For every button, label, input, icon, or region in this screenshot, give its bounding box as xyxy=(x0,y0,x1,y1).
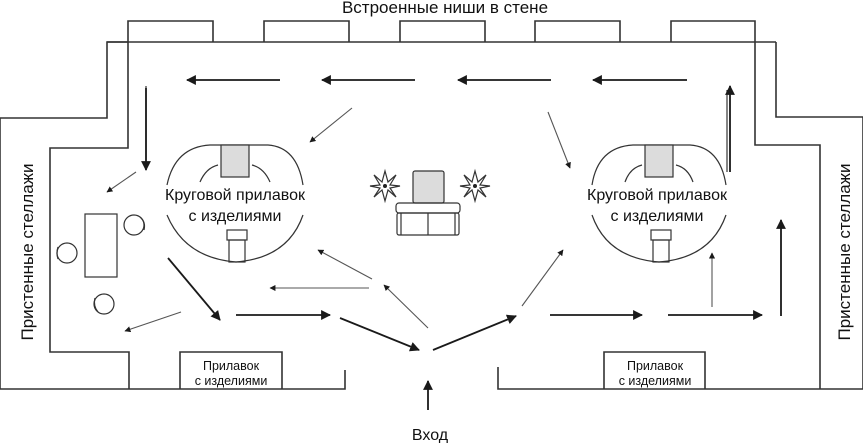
cash-register xyxy=(650,229,672,241)
flow-arrow xyxy=(167,257,221,321)
round-counter-right: Круговой прилавок с изделиями xyxy=(587,144,728,263)
table xyxy=(84,213,118,278)
bottom-counter-right-line2: с изделиями xyxy=(619,374,692,388)
round-counter-left: Круговой прилавок с изделиями xyxy=(165,144,306,263)
round-counter-left-line1: Круговой прилавок xyxy=(165,187,306,204)
bottom-counter-left: Прилавок с изделиями xyxy=(179,351,283,389)
left-shelves-label: Пристенные стеллажи xyxy=(18,163,37,340)
bottom-counter-right: Прилавок с изделиями xyxy=(603,351,706,389)
chair-icon xyxy=(93,293,115,315)
flow-arrow xyxy=(124,311,182,333)
inner-wall-left xyxy=(49,42,130,389)
flow-arrow xyxy=(432,314,517,351)
inner-wall-right xyxy=(754,42,821,389)
niche xyxy=(263,20,350,42)
flow-arrow xyxy=(317,249,373,280)
round-counter-left-line2: с изделиями xyxy=(189,208,282,225)
flow-arrow xyxy=(106,171,137,193)
lounge-area xyxy=(369,168,491,236)
plant-icon xyxy=(459,168,491,204)
round-counter-right-line1: Круговой прилавок xyxy=(587,187,728,204)
flow-arrow xyxy=(309,107,353,143)
entrance-label: Вход xyxy=(412,427,449,443)
niche xyxy=(399,20,486,42)
outer-walls xyxy=(0,41,863,390)
display-case xyxy=(644,144,674,178)
display-case xyxy=(220,144,250,178)
bottom-counter-left-line2: с изделиями xyxy=(195,374,268,388)
outer-wall-left xyxy=(0,41,346,390)
right-shelves-label: Пристенные стеллажи xyxy=(835,163,854,340)
flow-arrow xyxy=(547,111,571,169)
plant-icon xyxy=(369,168,401,204)
flow-arrow xyxy=(521,249,564,307)
niche xyxy=(534,20,621,42)
outer-wall-right xyxy=(497,42,863,390)
wall-niches xyxy=(127,20,756,42)
chair-icon xyxy=(56,242,78,264)
niches-title: Встроенные ниши в стене xyxy=(342,0,548,17)
consultation-table xyxy=(56,213,146,315)
cash-register xyxy=(226,229,248,241)
niche xyxy=(127,20,214,42)
bottom-counter-left-line1: Прилавок xyxy=(203,359,260,373)
armchair xyxy=(412,170,445,204)
flow-arrow xyxy=(383,284,429,329)
sofa xyxy=(395,202,461,214)
flow-arrow xyxy=(339,317,420,352)
bottom-counter-right-line1: Прилавок xyxy=(627,359,684,373)
niche xyxy=(670,20,756,42)
customer-flow-arrows xyxy=(106,75,786,352)
inner-walls xyxy=(49,42,821,389)
round-counter-right-line2: с изделиями xyxy=(611,208,704,225)
chair-icon xyxy=(123,214,146,236)
